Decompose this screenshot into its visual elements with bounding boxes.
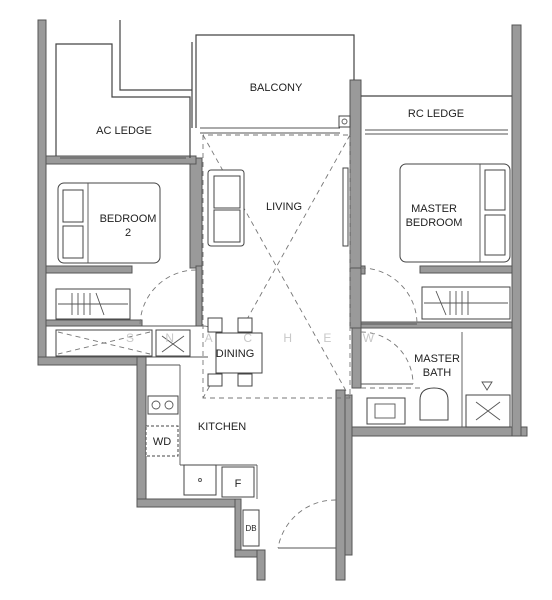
doors — [139, 267, 418, 549]
master-bottom-wall — [360, 265, 366, 275]
bedroom2-bottom-wall — [45, 265, 133, 274]
left-outer-wall — [37, 19, 47, 366]
kitchen-left-wall — [136, 356, 147, 508]
label-master-bedroom-line1: MASTER — [411, 203, 457, 215]
label-kitchen: KITCHEN — [198, 421, 246, 433]
living-right-pier — [349, 79, 362, 269]
corridor-right-wall — [344, 394, 353, 556]
label-rc-ledge: RC LEDGE — [408, 108, 464, 120]
label-master-bath-line2: BATH — [423, 367, 452, 379]
label-bedroom2-line2: 2 — [125, 227, 131, 239]
master-pillow-1 — [484, 169, 506, 211]
label-dining: DINING — [216, 348, 255, 360]
label-bedroom2-line1: BEDROOM — [100, 213, 157, 225]
bath-left-wall — [351, 327, 362, 389]
room-labels: BALCONY AC LEDGE RC LEDGE LIVING BEDROOM… — [96, 82, 464, 533]
hob — [147, 395, 179, 415]
master-door-swing — [360, 267, 418, 325]
ac-ledge-outline — [55, 43, 191, 158]
label-db: DB — [245, 524, 256, 533]
master-door-jamb — [349, 267, 362, 329]
dining-chair-2 — [237, 317, 253, 333]
label-balcony: BALCONY — [250, 82, 303, 94]
sofa-seat-1 — [213, 175, 241, 209]
ac-ledge-inner — [119, 20, 192, 91]
bath-sink — [366, 397, 406, 425]
bedroom2-door-jamb — [195, 265, 203, 327]
kitchen-sink-drain — [198, 478, 202, 482]
living-left-pier — [189, 157, 203, 269]
kitchen-opening-swing — [202, 325, 222, 345]
bath-door-swing — [360, 331, 414, 385]
kitchen-bottom-wall — [136, 498, 241, 508]
bottom-left-wall — [37, 356, 147, 366]
master-bottom-wall-right — [419, 265, 513, 274]
furniture — [55, 115, 511, 547]
label-fridge: F — [235, 478, 242, 490]
entry-door-swing — [277, 499, 337, 549]
label-washer-dryer: WD — [153, 436, 171, 448]
dining-table — [215, 332, 263, 374]
db-left-wall — [234, 498, 242, 558]
wardrobe-divider-left — [45, 319, 143, 327]
left-storage-cross — [57, 331, 151, 355]
bath-shower-marker — [481, 381, 493, 391]
bath-toilet — [419, 387, 449, 421]
label-ac-ledge: AC LEDGE — [96, 125, 152, 137]
outline-lines — [55, 20, 512, 499]
service-box — [338, 115, 351, 128]
master-hangers — [424, 290, 508, 316]
hob-burner-1 — [151, 400, 161, 410]
label-living: LIVING — [266, 201, 302, 213]
tv-console — [342, 167, 349, 247]
bedroom2-pillow-1 — [62, 189, 84, 223]
kitchen-sink — [183, 464, 217, 496]
bedroom2-top-wall — [45, 155, 197, 165]
bath-top-wall — [360, 321, 513, 329]
left-shower-box — [155, 329, 191, 357]
watermark-text: S N A C H E W — [126, 331, 388, 345]
dining-chair-4 — [237, 373, 253, 387]
balcony-outline — [195, 34, 355, 128]
master-bed — [399, 163, 511, 263]
washer-dryer — [145, 425, 179, 457]
hob-burner-2 — [164, 400, 174, 410]
right-outer-wall — [511, 24, 522, 437]
entry-right-wall — [335, 389, 346, 581]
dining-chair-3 — [207, 373, 223, 387]
bath-bottom-wall — [351, 426, 528, 437]
label-master-bedroom-line2: BEDROOM — [406, 217, 463, 229]
fridge-box — [221, 466, 255, 498]
label-master-bath-line1: MASTER — [414, 353, 460, 365]
master-pillow-2 — [484, 214, 506, 256]
bedroom2-pillow-2 — [62, 225, 84, 259]
bath-sink-basin — [374, 403, 396, 419]
entry-left-jamb — [256, 549, 266, 581]
dining-chair-1 — [207, 317, 223, 333]
bedroom2-door-swing — [139, 269, 197, 327]
sofa-seat-2 — [213, 209, 241, 243]
bedroom2-hangers — [58, 292, 128, 316]
left-shower-cross — [161, 335, 185, 353]
service-box-circle — [341, 118, 348, 125]
walls — [37, 19, 528, 581]
db-box — [242, 509, 260, 547]
bath-shower-cross — [475, 401, 501, 421]
dashed-lines — [202, 134, 420, 399]
